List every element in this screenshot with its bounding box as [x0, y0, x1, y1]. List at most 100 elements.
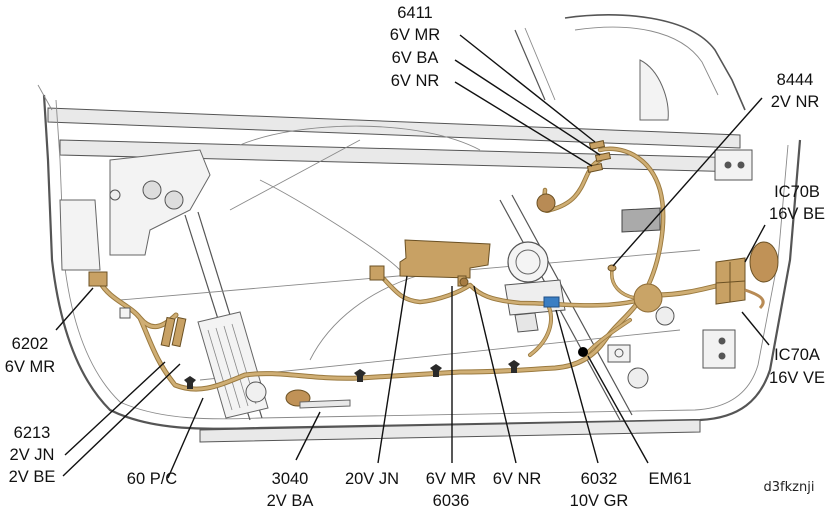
harness-clip	[508, 360, 520, 373]
latch-hole-2	[164, 190, 184, 210]
callout-ic70b: IC70B 16V BE	[769, 183, 825, 223]
speaker-grill-lines	[207, 323, 257, 411]
door-inner-shell	[55, 99, 789, 420]
callout-text: 20V JN	[345, 470, 399, 488]
window-pillar-left	[514, 29, 546, 101]
leader-20vjn	[377, 275, 408, 464]
leader-6411-nr	[454, 81, 593, 167]
grommet-lower	[633, 283, 663, 313]
callout-20vjn: 20V JN	[345, 470, 399, 488]
callout-text: 6V MR	[5, 358, 56, 376]
callout-6202: 6202 6V MR	[5, 335, 56, 376]
leader-6411-mr	[459, 34, 596, 143]
leader-6411-ba	[454, 59, 601, 156]
callout-text: EM61	[648, 470, 691, 488]
callout-text: 6036	[433, 492, 470, 510]
connector-ic70a-tether	[744, 288, 765, 310]
callout-em61: EM61	[648, 470, 691, 488]
leader-6032	[555, 309, 599, 464]
harness-clip	[184, 376, 196, 389]
callout-text: 6V NR	[391, 72, 440, 90]
clip-bracket	[119, 307, 131, 319]
window-motor	[504, 241, 566, 333]
connector-ic70	[715, 241, 779, 310]
window-frame-outer	[564, 14, 746, 111]
harness-clips	[184, 360, 520, 389]
harness-clip	[354, 369, 366, 382]
callout-60pc: 60 P/C	[127, 470, 178, 488]
harness-branch-lock	[528, 303, 632, 357]
cable-3	[309, 274, 421, 361]
callout-text: IC70A	[774, 346, 820, 364]
connector-20v-switch-module	[399, 239, 491, 279]
leader-60pc	[167, 397, 204, 479]
callout-text: 6213	[14, 424, 51, 442]
callout-text: 8444	[777, 71, 814, 89]
callout-text: IC70B	[774, 183, 820, 201]
ground-point-em61	[578, 347, 588, 357]
callout-text: 6202	[12, 335, 49, 353]
door-structure	[37, 14, 802, 443]
leader-ic70b	[744, 224, 766, 263]
check-strap	[607, 306, 675, 389]
hinge-upper	[714, 149, 753, 181]
leader-6vnr	[473, 285, 517, 464]
regulator-pulley	[245, 381, 267, 403]
callout-text: 2V BA	[267, 492, 314, 510]
latch-body	[59, 199, 101, 271]
callout-6213: 6213 2V JN 2V BE	[9, 424, 56, 486]
callout-text: 6032	[581, 470, 618, 488]
cable-2	[259, 179, 401, 271]
connector-6213-a	[160, 316, 176, 348]
callout-6411: 6411 6V MR 6V BA 6V NR	[390, 4, 441, 90]
callout-text: 6411	[397, 4, 432, 22]
leader-6213-jn	[64, 361, 166, 456]
leader-3040	[295, 411, 321, 461]
window-glass-edge	[239, 125, 481, 151]
lock-actuator	[621, 207, 661, 233]
callout-6036: 6V MR 6036	[426, 470, 477, 510]
sill-rail	[199, 419, 701, 443]
harness-clip	[430, 364, 442, 377]
callout-text: 16V VE	[769, 369, 825, 387]
latch-hole-3	[109, 189, 121, 201]
connector-ic70b-cap	[749, 241, 779, 283]
leader-lines	[55, 34, 770, 479]
leader-8444	[612, 97, 763, 267]
latch-bracket	[109, 149, 211, 256]
callout-text: 2V JN	[10, 446, 55, 464]
callout-ic70a: IC70A 16V VE	[769, 346, 825, 387]
window-pillar-left-inner	[524, 27, 556, 101]
callout-6vnr: 6V NR	[493, 470, 542, 488]
connector-6202	[88, 271, 108, 287]
callout-text: 16V BE	[769, 205, 825, 223]
connector-small-left	[369, 265, 385, 281]
connector-6v-nr	[459, 277, 469, 287]
window-frame-inner	[574, 26, 719, 96]
callout-8444: 8444 2V NR	[771, 71, 820, 111]
hinge-lower	[702, 329, 736, 369]
callout-text: 60 P/C	[127, 470, 178, 488]
callout-text: 6V BA	[392, 49, 439, 67]
cable-1	[229, 139, 361, 211]
connector-6411-mr	[588, 140, 606, 150]
reference-code: d3fkznji	[764, 480, 815, 495]
speaker-bracket	[299, 399, 351, 409]
connector-8444	[607, 264, 617, 272]
callout-text: 6V MR	[426, 470, 477, 488]
grommet-upper	[536, 193, 556, 213]
harness-branch-8444	[610, 269, 636, 299]
leader-6213-be	[62, 363, 181, 477]
mirror-sail	[639, 59, 669, 121]
callout-text: 10V GR	[570, 492, 629, 510]
latch-hole-1	[142, 180, 162, 200]
callout-3040: 3040 2V BA	[267, 470, 314, 510]
callout-text: 2V NR	[771, 93, 820, 111]
leader-em61	[587, 355, 649, 464]
connector-6213-b	[171, 316, 187, 348]
door-outer-shell	[42, 94, 802, 430]
callout-labels: 6411 6V MR 6V BA 6V NR 8444 2V NR IC70B …	[5, 4, 825, 510]
callout-text: 6V NR	[493, 470, 542, 488]
callout-text: 3040	[272, 470, 309, 488]
